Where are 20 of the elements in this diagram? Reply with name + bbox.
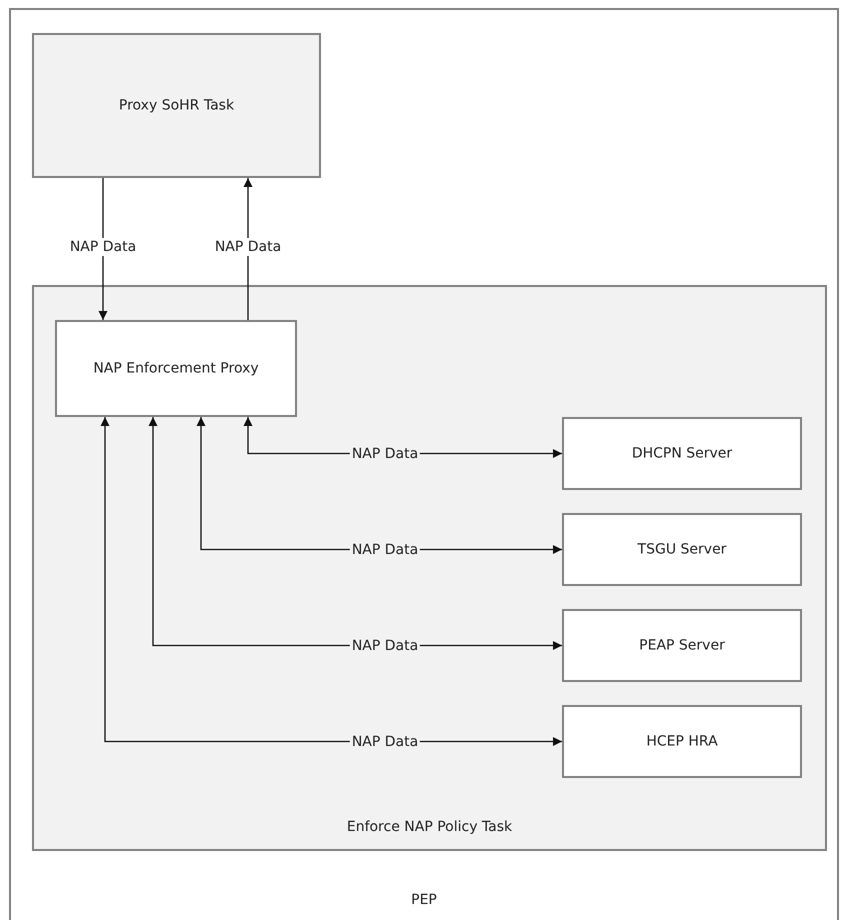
arrow <box>100 417 562 746</box>
box-label: PEP <box>410 891 438 910</box>
arrow <box>244 178 252 320</box>
task-container-box <box>32 285 827 851</box>
outer-boundary-box <box>9 8 839 920</box>
box-label: Enforce NAP Policy Task <box>346 818 514 837</box>
arrow <box>148 417 562 650</box>
server-box <box>562 609 802 682</box>
server-box <box>562 417 802 490</box>
box-label: TSGU Server <box>636 540 728 559</box>
proxy-box <box>55 320 297 417</box>
task-box <box>32 33 321 178</box>
arrow <box>98 178 108 320</box>
server-box <box>562 513 802 586</box>
box-label: HCEP HRA <box>645 732 719 751</box>
box-label: PEAP Server <box>638 636 726 655</box>
box-label: NAP Enforcement Proxy <box>92 359 260 378</box>
server-box <box>562 705 802 778</box>
box-label: DHCPN Server <box>630 444 734 463</box>
box-label: Proxy SoHR Task <box>118 96 236 115</box>
